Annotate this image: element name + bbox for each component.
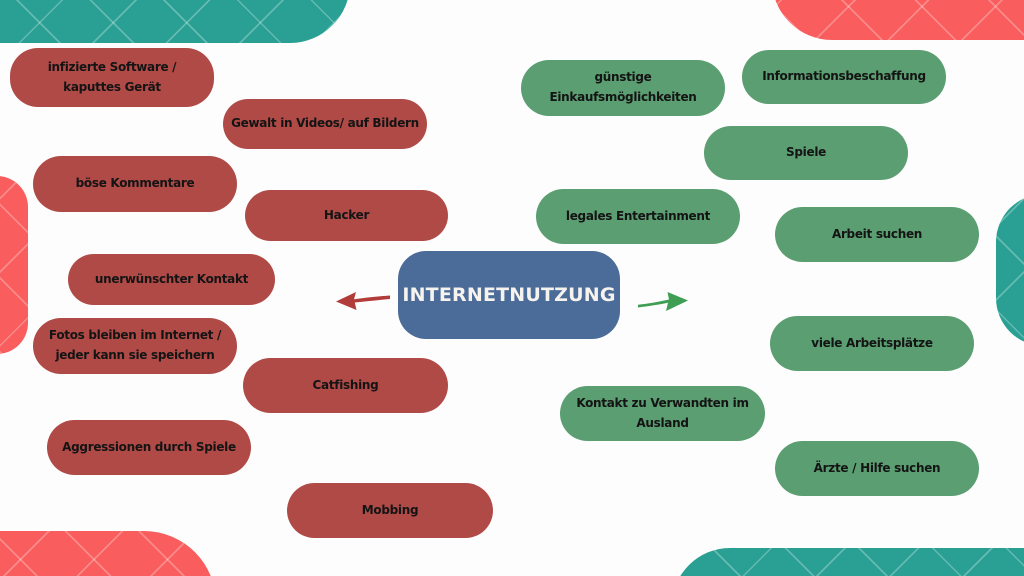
negative-bubble: infizierte Software / kaputtes Gerät (10, 48, 214, 107)
positive-bubble: viele Arbeitsplätze (770, 316, 974, 371)
right-arrow-icon (637, 290, 691, 318)
corner-decoration-bottom-right (672, 548, 1024, 576)
positive-bubble: legales Entertainment (536, 189, 740, 244)
negative-bubble: Gewalt in Videos/ auf Bildern (223, 99, 427, 149)
positive-bubble: Spiele (704, 126, 908, 180)
negative-bubble: Aggressionen durch Spiele (47, 420, 251, 475)
negative-bubble: Mobbing (287, 483, 493, 538)
edge-decoration-left (0, 176, 28, 354)
central-topic: INTERNETNUTZUNG (398, 251, 620, 339)
negative-bubble: Hacker (245, 190, 448, 241)
negative-bubble: böse Kommentare (33, 156, 237, 212)
negative-bubble: Fotos bleiben im Internet / jeder kann s… (33, 318, 237, 374)
corner-decoration-top-right (772, 0, 1024, 40)
edge-decoration-right (996, 194, 1024, 346)
positive-bubble: Informationsbeschaffung (742, 50, 946, 104)
negative-bubble: Catfishing (243, 358, 448, 413)
negative-bubble: unerwünschter Kontakt (68, 254, 275, 305)
corner-decoration-bottom-left (0, 531, 216, 576)
positive-bubble: Arbeit suchen (775, 207, 979, 262)
left-arrow-icon (333, 286, 391, 314)
positive-bubble: Ärzte / Hilfe suchen (775, 441, 979, 496)
positive-bubble: Kontakt zu Verwandten im Ausland (560, 386, 765, 441)
positive-bubble: günstige Einkaufsmöglichkeiten (521, 60, 725, 116)
corner-decoration-top-left (0, 0, 350, 43)
